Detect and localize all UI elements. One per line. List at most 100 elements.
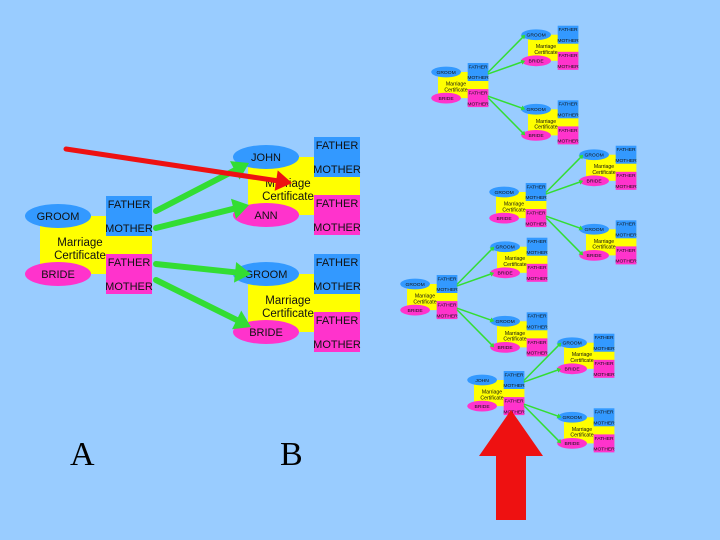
b-tree-top-arrow-4-head <box>520 130 526 136</box>
b-tree-upper-b-groom-oval <box>579 223 609 235</box>
b-tree-upper-g-bride-parents-box <box>615 171 637 190</box>
b-tree-bottom-b-bride-father-label: FATHER <box>594 436 614 442</box>
b-tree-top-g-groom-mother-label: MOTHER <box>557 38 579 44</box>
b-tree-middle-marriage-label: Marriage <box>415 294 435 300</box>
b-tree-upper-groom-oval <box>489 186 519 198</box>
b-tree-bottom-g-bride-parents-box <box>593 359 615 378</box>
b-tree-bottom-g-bride-oval <box>557 363 587 375</box>
a-main-groom-mother-label: MOTHER <box>105 223 153 235</box>
a-bride-family-groom-parents-box <box>314 254 360 294</box>
b-tree-middle-b-bride-parents-box <box>526 338 548 357</box>
b-tree-middle-g-groom-label: GROOM <box>495 245 514 251</box>
b-tree-top-g-marriage-label: Marriage <box>536 44 556 50</box>
b-tree-upper-b-bride-oval <box>579 249 609 261</box>
a-main-bride-mother-label: MOTHER <box>105 281 153 293</box>
b-tree-middle-b-marriage-label: Marriage <box>505 331 525 337</box>
b-tree-bottom-b-bride-oval <box>557 437 587 449</box>
b-tree-bottom-marriage-label: Marriage <box>482 390 502 396</box>
b-tree-upper-arrow-1-shaft <box>545 156 582 193</box>
b-tree-middle-g-bride-mother-label: MOTHER <box>526 276 548 282</box>
b-tree-middle-arrow-1-shaft <box>456 248 493 285</box>
a-groom-family-groom-parents-box <box>314 137 360 177</box>
b-tree-upper-bride-oval <box>489 212 519 224</box>
a-groom-family-groom-mother-label: MOTHER <box>313 164 361 176</box>
b-tree-upper-g-certificate-label: Certificate <box>592 170 615 176</box>
b-tree-bottom-g-bride-label: BRIDE <box>565 367 581 373</box>
b-tree-middle-g-bride-parents-box <box>526 263 548 282</box>
b-tree-upper-arrow-3-shaft <box>545 215 581 229</box>
b-tree-top-groom-parents-box <box>467 63 489 81</box>
b-tree-middle-b-groom-oval <box>490 315 520 327</box>
b-tree-bottom-groom-father-label: FATHER <box>504 372 524 378</box>
b-tree-bottom-g-bride-mother-label: MOTHER <box>593 372 615 378</box>
b-tree-middle-b-bride-label: BRIDE <box>498 345 514 351</box>
a-main-bride-oval <box>25 262 91 286</box>
b-tree-top-g-bride-mother-label: MOTHER <box>557 64 579 70</box>
a-groom-family-groom-label: JOHN <box>251 152 281 164</box>
b-tree-upper-arrow-2-shaft <box>545 181 581 195</box>
b-tree-bottom-certificate-label: Certificate <box>480 395 503 401</box>
b-tree-upper-g-groom-father-label: FATHER <box>616 147 636 153</box>
a-groom-family-bride-oval <box>233 203 299 227</box>
a-arrow-groom-to-john-shaft <box>153 167 238 214</box>
b-tree-upper-arrow-1-head <box>578 154 584 160</box>
b-tree-bottom-bride-oval <box>467 400 497 412</box>
b-tree-middle-g-marriage-label: Marriage <box>505 256 525 262</box>
b-tree-middle-arrow-2-shaft <box>456 273 492 287</box>
b-tree-middle-g-groom-mother-label: MOTHER <box>526 250 548 256</box>
b-tree-upper-g-groom-label: GROOM <box>584 153 603 159</box>
b-tree-upper-marriage-label: Marriage <box>504 202 524 208</box>
b-tree-middle-g-groom-oval <box>490 241 520 253</box>
b-tree-middle-b-groom-label: GROOM <box>495 319 514 325</box>
b-tree-upper-b-groom-father-label: FATHER <box>616 222 636 228</box>
b-tree-middle-b-bride-father-label: FATHER <box>527 340 547 346</box>
b-tree-top-b-groom-label: GROOM <box>526 107 545 113</box>
b-tree-top-arrow-2-shaft <box>487 61 523 75</box>
b-tree-top-arrow-4-shaft <box>487 97 524 134</box>
a-main-groom-label: GROOM <box>37 211 80 223</box>
a-bride-family-bride-parents-box <box>314 312 360 352</box>
b-tree-upper-arrow-3-head <box>578 225 584 231</box>
b-tree-middle-b-groom-father-label: FATHER <box>527 314 547 320</box>
a-groom-family-bride-parents-box <box>314 195 360 235</box>
b-tree-top-marriage-label: Marriage <box>446 82 466 88</box>
b-tree-middle-b-bride-mother-label: MOTHER <box>526 351 548 357</box>
b-tree-top-g-bride-father-label: FATHER <box>558 53 578 59</box>
b-tree-bottom-b-marriage-label: Marriage <box>572 427 592 433</box>
b-tree-top-b-bride-father-label: FATHER <box>558 128 578 134</box>
a-bride-family-groom-mother-label: MOTHER <box>313 281 361 293</box>
b-tree-top-groom-father-label: FATHER <box>468 64 488 70</box>
b-tree-bottom-arrow-3-head <box>556 413 562 419</box>
b-tree-bottom-b-bride-parents-box <box>593 434 615 453</box>
b-tree-bottom-groom-oval <box>467 374 497 386</box>
b-tree-upper-groom-father-label: FATHER <box>526 184 546 190</box>
a-bride-family-marriage-label: Marriage <box>265 295 310 307</box>
b-tree-upper-bride-label: BRIDE <box>497 216 513 222</box>
b-tree-middle-bride-oval <box>400 304 430 316</box>
b-tree-bottom-groom-mother-label: MOTHER <box>503 383 525 389</box>
b-tree-top-groom-oval <box>431 66 461 78</box>
b-tree-upper-bride-father-label: FATHER <box>526 211 546 217</box>
b-tree-middle-g-bride-father-label: FATHER <box>527 265 547 271</box>
b-tree-top-bride-label: BRIDE <box>439 96 455 102</box>
b-tree-top-g-groom-father-label: FATHER <box>558 27 578 33</box>
a-bride-family-certificate-label: Certificate <box>262 308 314 320</box>
a-arrow-bride-to-groom-shaft <box>153 261 239 276</box>
b-tree-upper-groom-parents-box <box>525 183 547 201</box>
a-arrow-bride-to-bride-head <box>232 310 251 330</box>
b-tree-upper-bride-mother-label: MOTHER <box>525 221 547 227</box>
b-tree-middle-arrow-1-head <box>489 246 495 252</box>
b-tree-middle-arrow-4-head <box>489 342 495 348</box>
a-bride-family-groom-father-label: FATHER <box>316 257 359 269</box>
b-tree-bottom-g-marriage-label: Marriage <box>572 352 592 358</box>
b-tree-top-g-bride-label: BRIDE <box>529 59 545 65</box>
b-tree-middle-g-bride-oval <box>490 267 520 279</box>
b-tree-upper-g-bride-mother-label: MOTHER <box>615 184 637 190</box>
b-tree-middle-g-groom-father-label: FATHER <box>527 239 547 245</box>
b-tree-bottom-bride-label: BRIDE <box>475 404 491 410</box>
b-tree-middle-bride-label: BRIDE <box>408 308 424 314</box>
b-tree-middle-bride-father-label: FATHER <box>437 303 457 309</box>
b-tree-bottom-g-groom-parents-box <box>593 333 615 352</box>
